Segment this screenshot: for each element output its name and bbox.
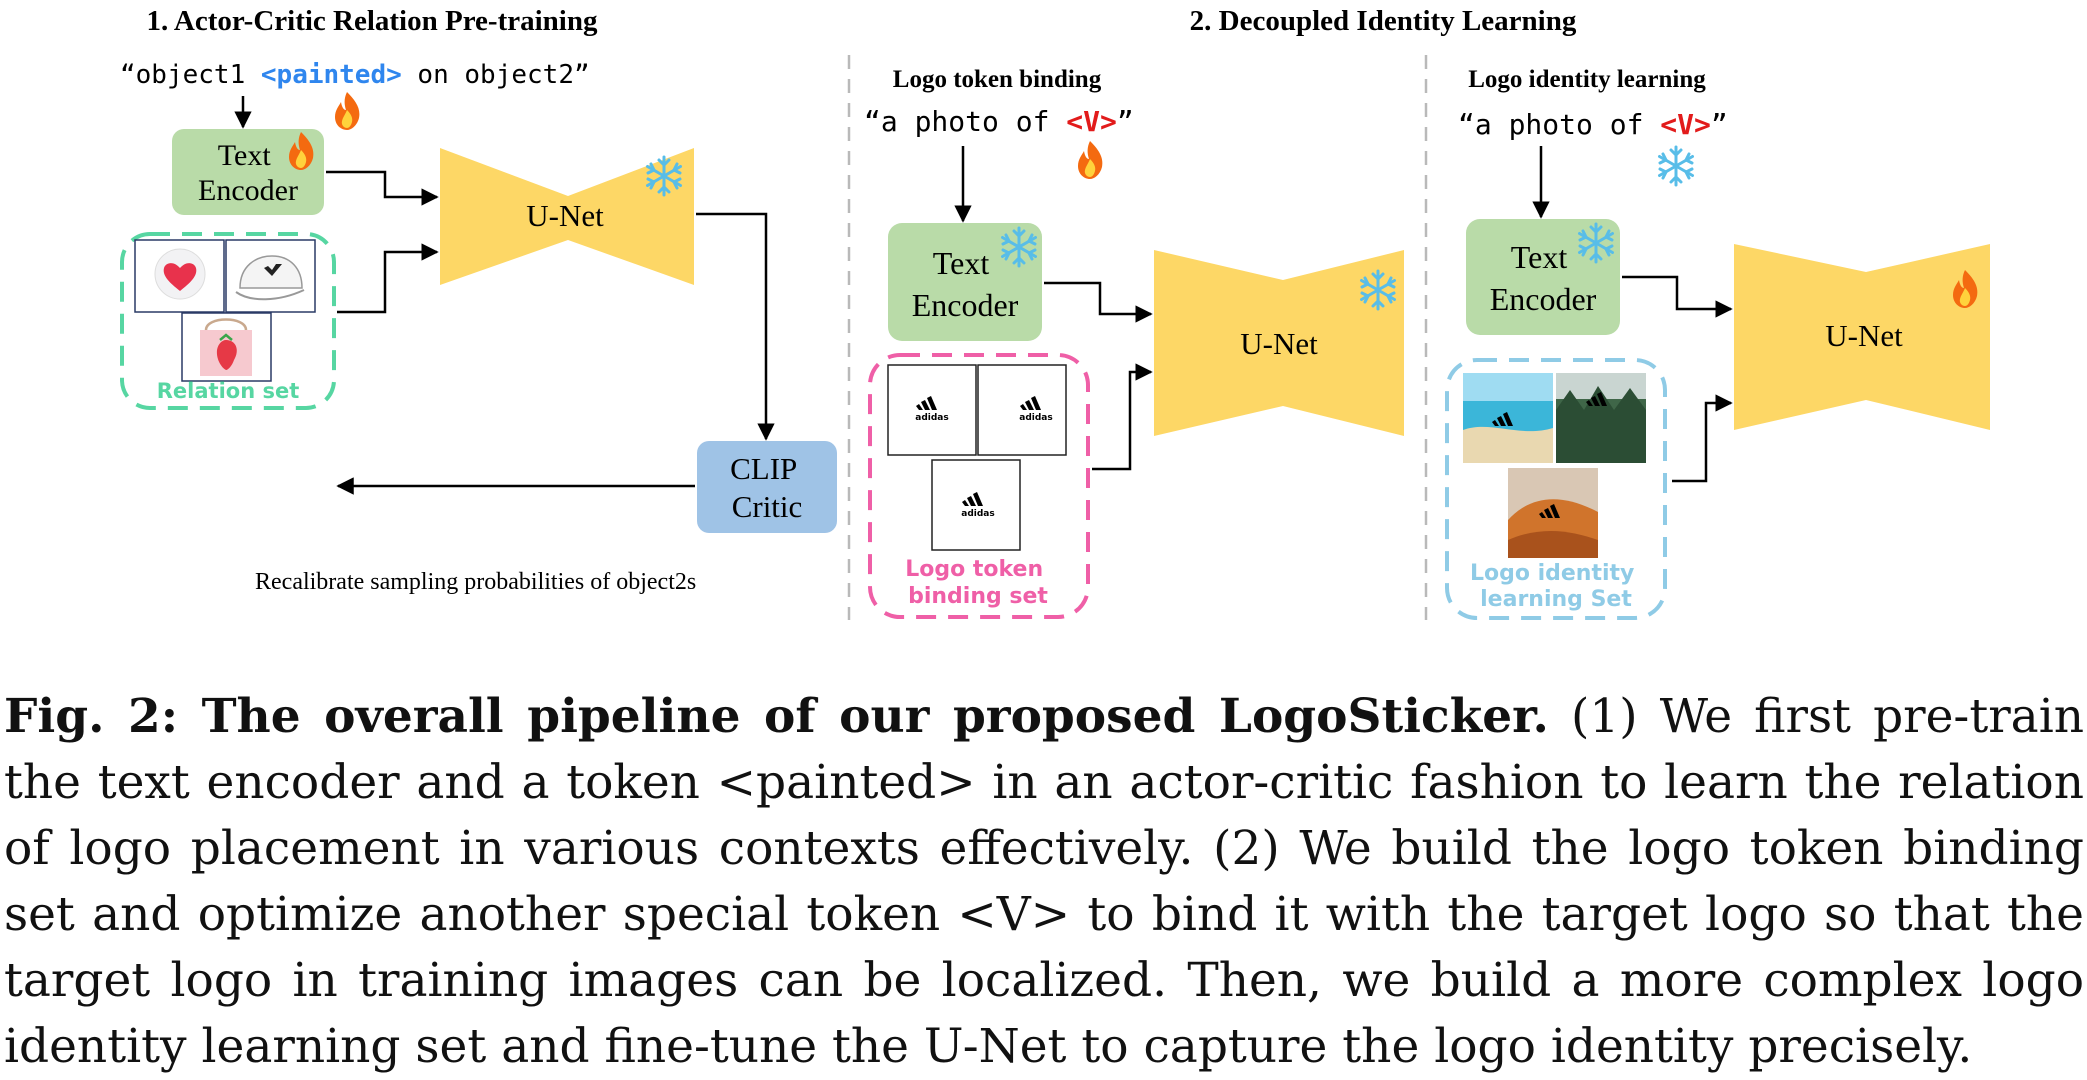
binding-text-encoder-box: [888, 223, 1042, 341]
identity-set-box: [1445, 358, 1667, 620]
binding-unet-label: U-Net: [1240, 326, 1318, 361]
clip-critic-label: CLIP Critic: [730, 451, 804, 524]
identity-set-to-unet-arrow: [1672, 394, 1733, 483]
binding-text-encoder-label: Text Encoder: [912, 245, 1019, 323]
identity-text-encoder-label: Text Encoder: [1490, 239, 1597, 317]
v-token: <V>: [1660, 108, 1711, 141]
relation-image-cap: [225, 239, 316, 313]
painted-token: <painted>: [261, 60, 402, 90]
caption-line-4: set and optimize another special token <…: [4, 887, 2084, 942]
binding-logo-image-3: adidas: [931, 459, 1021, 551]
relation-prompt: “object1 <painted> on object2”: [120, 60, 590, 90]
relation-image-balloon: [134, 239, 225, 313]
pipeline-diagram: 1. Actor-Critic Relation Pre-training “o…: [120, 5, 1990, 620]
svg-text:adidas: adidas: [915, 413, 948, 423]
identity-image-beach: [1463, 373, 1553, 463]
identity-encoder-to-unet-arrow: [1622, 275, 1733, 318]
unet-shape: [440, 148, 694, 285]
binding-title: Logo token binding: [893, 66, 1102, 93]
section1-title: 1. Actor-Critic Relation Pre-training: [147, 5, 598, 37]
caption-line-1: Fig. 2: The overall pipeline of our prop…: [4, 689, 2084, 744]
figure-caption: Fig. 2: The overall pipeline of our prop…: [4, 684, 2084, 1080]
svg-text:adidas: adidas: [1019, 413, 1052, 423]
identity-image-forest: [1556, 373, 1646, 463]
text-encoder-label: Text Encoder: [198, 139, 298, 207]
binding-prompt: “a photo of <V>”: [864, 105, 1134, 138]
identity-set-label: Logo identity learning Set: [1470, 561, 1642, 612]
caption-lead: Fig. 2: The overall pipeline of our prop…: [4, 689, 1549, 744]
identity-image-desert: [1508, 468, 1598, 558]
text-encoder-box: [172, 129, 324, 215]
relation-image-tote: [181, 312, 272, 382]
svg-text:adidas: adidas: [961, 509, 994, 519]
binding-logo-image-2: adidas: [977, 364, 1067, 456]
clip-critic-box: [697, 441, 837, 533]
flame-icon: [1078, 141, 1103, 179]
set-to-unet-arrow: [337, 243, 439, 314]
encoder-to-unet-arrow: [326, 170, 439, 206]
binding-unet-shape: [1154, 250, 1404, 436]
flame-icon: [335, 92, 360, 130]
caption-line-6: identity learning set and fine-tune the …: [4, 1019, 1973, 1074]
identity-title: Logo identity learning: [1468, 66, 1706, 93]
binding-set-label: Logo token binding set: [905, 557, 1051, 609]
v-token: <V>: [1066, 105, 1117, 138]
identity-prompt: “a photo of <V>”: [1458, 108, 1728, 141]
binding-set-to-unet-arrow: [1092, 363, 1153, 471]
binding-logo-image-1: adidas: [887, 364, 977, 456]
binding-encoder-to-unet-arrow: [1044, 281, 1153, 323]
feedback-label: Recalibrate sampling probabilities of ob…: [255, 569, 696, 595]
caption-line-5: target logo in training images can be lo…: [4, 953, 2084, 1008]
caption-line-2: the text encoder and a token <painted> i…: [4, 755, 2084, 810]
binding-set-box: [868, 353, 1090, 619]
identity-unet-shape: [1734, 244, 1990, 430]
identity-unet-label: U-Net: [1825, 318, 1903, 353]
relation-set-label: Relation set: [157, 379, 300, 403]
caption-line-3: of logo placement in various contexts ef…: [4, 821, 2084, 876]
snowflake-icon: [1658, 145, 1694, 187]
relation-set-box: [120, 232, 336, 410]
unet-to-critic-arrow: [696, 212, 775, 441]
section2-title: 2. Decoupled Identity Learning: [1190, 5, 1577, 37]
unet-label: U-Net: [526, 198, 604, 233]
